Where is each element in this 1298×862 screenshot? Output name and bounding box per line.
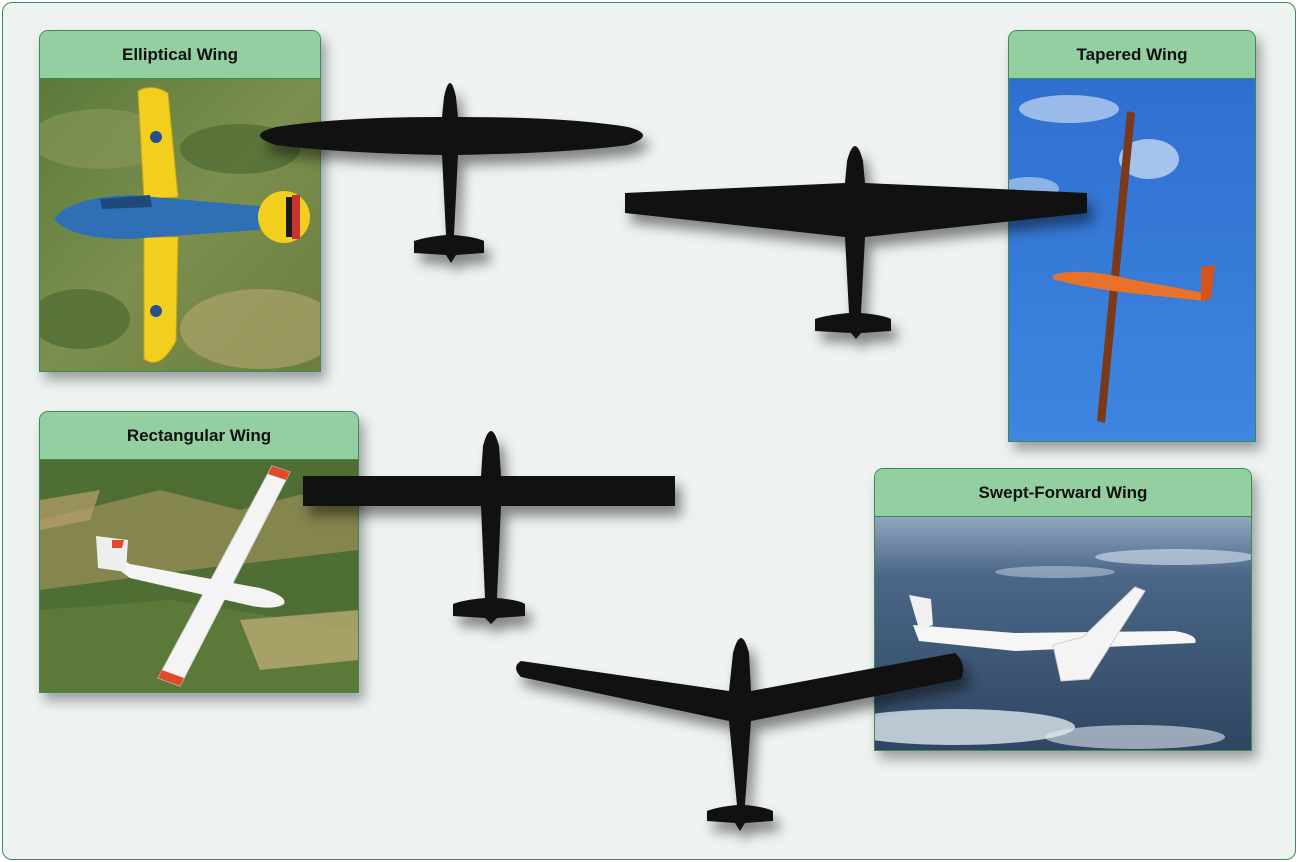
swept-forward-wing-label: Swept-Forward Wing [875,469,1251,517]
swept-forward-wing-photo [875,517,1251,750]
elliptical-wing-silhouette [260,83,643,263]
rectangular-wing-silhouette [303,431,675,624]
rectangular-wing-photo [40,460,358,692]
swept-forward-wing-silhouette [516,638,963,831]
rectangular-wing-card: Rectangular Wing [39,411,359,693]
elliptical-wing-label: Elliptical Wing [40,31,320,79]
tapered-wing-card: Tapered Wing [1008,30,1256,442]
tapered-wing-label: Tapered Wing [1009,31,1255,79]
tapered-wing-photo [1009,79,1255,441]
swept-forward-wing-card: Swept-Forward Wing [874,468,1252,751]
tapered-wing-silhouette [625,146,1087,339]
rectangular-wing-label: Rectangular Wing [40,412,358,460]
elliptical-wing-card: Elliptical Wing [39,30,321,372]
elliptical-wing-photo [40,79,320,371]
